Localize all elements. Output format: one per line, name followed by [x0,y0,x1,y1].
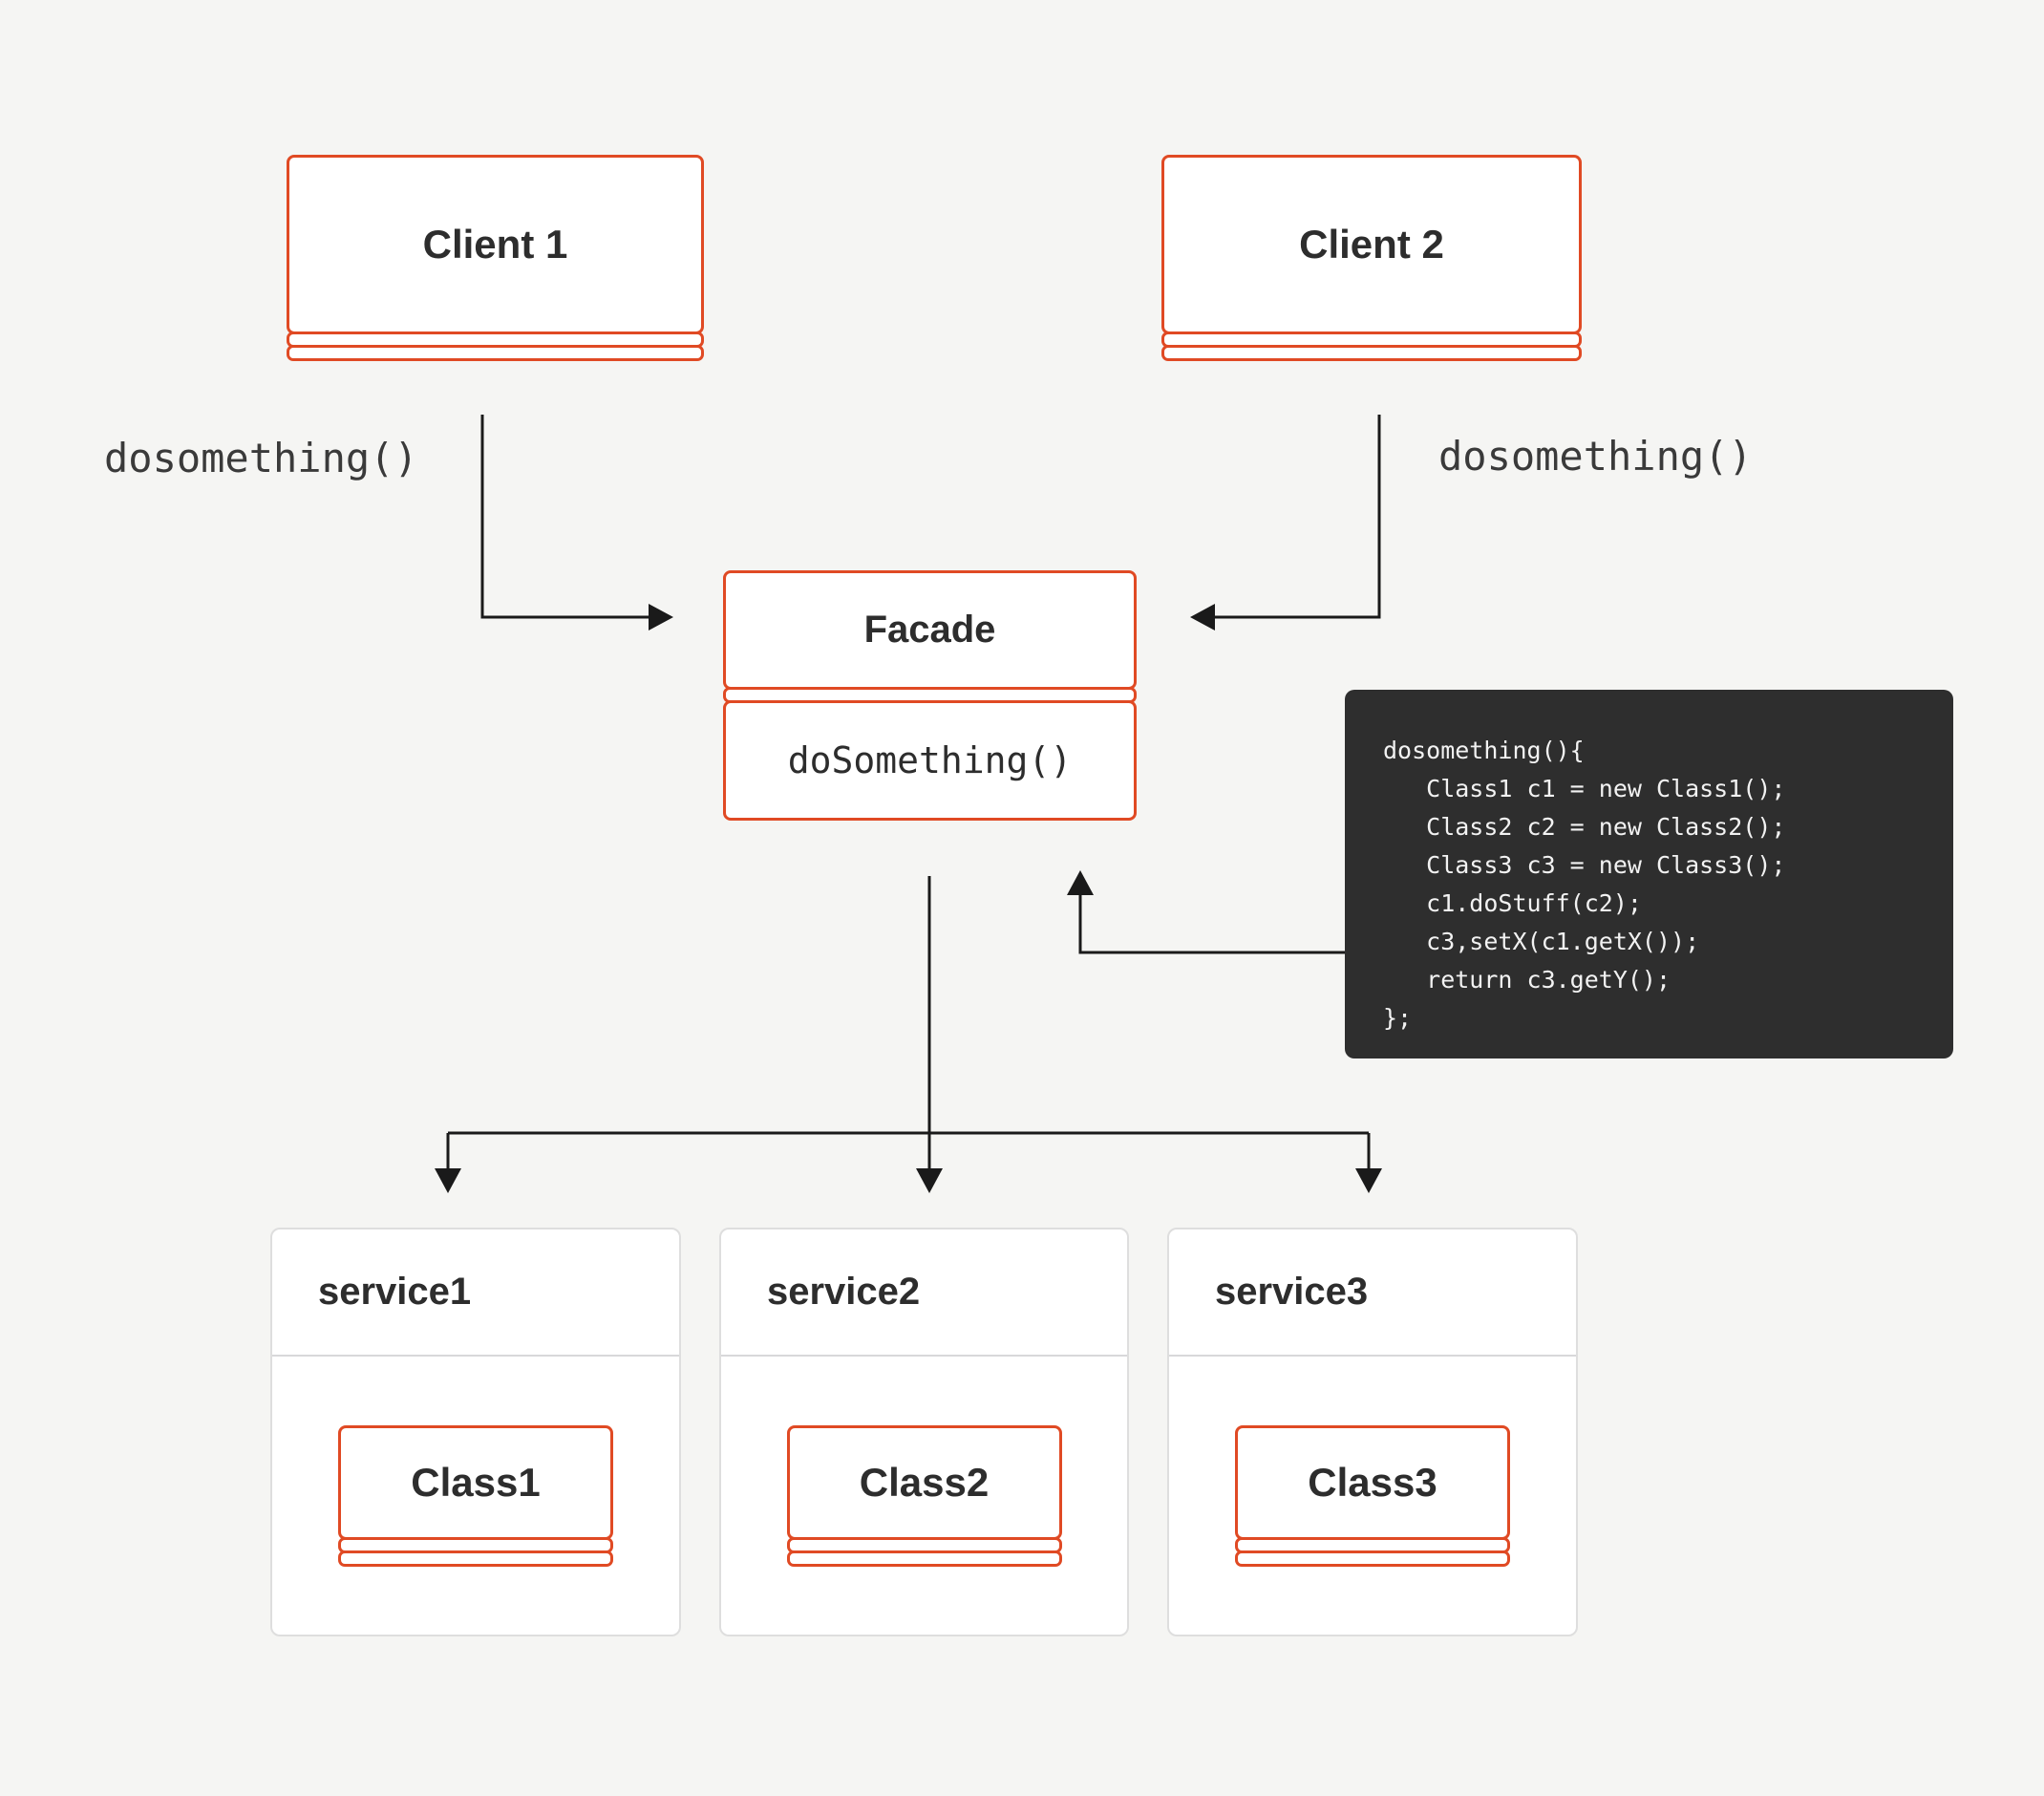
service1-divider [272,1355,679,1357]
code-line: }; [1383,1004,1413,1032]
code-line: return c3.getY(); [1383,966,1671,994]
arrow-client2-to-facade [1190,415,1381,631]
call-label-left: dosomething() [104,435,418,481]
client2-methods-compartment [1161,345,1582,361]
client1-methods-compartment [287,345,704,361]
service1-title: service1 [318,1271,472,1313]
class1-methods-compartment [338,1550,613,1567]
class3-title: Class3 [1235,1425,1510,1540]
code-line: c3,setX(c1.getX()); [1383,928,1700,955]
service3-divider [1169,1355,1576,1357]
arrow-client1-to-facade [480,415,673,631]
class1-box: Class1 [338,1425,613,1567]
class2-methods-compartment [786,1550,1062,1567]
class3-methods-compartment [1235,1550,1510,1567]
facade-title: Facade [723,570,1137,690]
service3-title: service3 [1215,1271,1369,1313]
service2-title: service2 [767,1271,921,1313]
service2-container: service2 Class2 [719,1228,1129,1636]
client2-box: Client 2 [1161,155,1582,361]
service3-container: service3 Class3 [1167,1228,1578,1636]
code-line: Class3 c3 = new Class3(); [1383,851,1786,879]
class1-title: Class1 [338,1425,613,1540]
code-line: Class2 c2 = new Class2(); [1383,813,1786,841]
arrow-facade-to-services [435,876,1382,1193]
class3-box: Class3 [1235,1425,1510,1567]
client1-title: Client 1 [287,155,704,334]
code-snippet-block: dosomething(){ Class1 c1 = new Class1();… [1345,690,1953,1058]
client2-title: Client 2 [1161,155,1582,334]
service2-divider [721,1355,1127,1357]
class2-box: Class2 [786,1425,1062,1567]
service1-container: service1 Class1 [270,1228,681,1636]
facade-method: doSomething() [723,700,1137,821]
call-label-right: dosomething() [1438,433,1753,480]
facade-box: Facade doSomething() [723,570,1137,821]
client1-box: Client 1 [287,155,704,361]
code-line: Class1 c1 = new Class1(); [1383,775,1786,802]
class2-title: Class2 [786,1425,1062,1540]
code-line: c1.doStuff(c2); [1383,889,1642,917]
code-line: dosomething(){ [1383,737,1585,764]
arrow-code-to-facade [1067,870,1345,954]
